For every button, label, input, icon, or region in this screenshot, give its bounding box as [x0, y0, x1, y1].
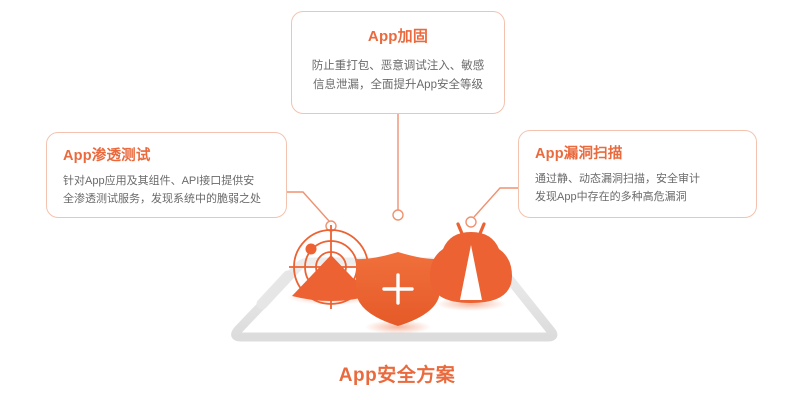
card-title-scan: App漏洞扫描 — [535, 146, 623, 162]
card-title-hardening: App加固 — [367, 28, 429, 45]
connector-pentest — [287, 191, 330, 222]
card-body-scan-line2: 发现App中存在的多种高危漏洞 — [535, 190, 687, 203]
connector-node-hardening — [392, 209, 404, 221]
card-app-pentest[interactable]: App渗透测试 针对App应用及其组件、API接口提供安 全渗透测试服务，发现系… — [46, 132, 287, 218]
card-app-hardening[interactable]: App加固 防止重打包、恶意调试注入、敏感 信息泄漏，全面提升App安全等级 — [291, 11, 505, 114]
page-title: App安全方案 — [338, 365, 456, 386]
shield-icon-shadow — [365, 320, 431, 334]
bug-icon[interactable] — [430, 222, 512, 311]
radar-blip-a — [305, 243, 317, 255]
card-body-pentest-line2: 全渗透测试服务，发现系统中的脆弱之处 — [63, 192, 261, 205]
plus-glyph — [382, 273, 414, 305]
radar-sweep — [292, 255, 370, 301]
bug-center-stripe — [460, 245, 482, 300]
shield-plus-icon[interactable] — [356, 252, 440, 334]
connector-scan — [473, 187, 518, 218]
card-body-hardening-line2: 信息泄漏，全面提升App安全等级 — [313, 78, 483, 91]
card-body-scan-line1: 通过静、动态漏洞扫描，安全审计 — [535, 173, 700, 185]
card-app-vuln-scan[interactable]: App漏洞扫描 通过静、动态漏洞扫描，安全审计 发现App中存在的多种高危漏洞 — [518, 130, 757, 218]
card-body-pentest-line1: 针对App应用及其组件、API接口提供安 — [63, 175, 255, 187]
card-body-hardening-line1: 防止重打包、恶意调试注入、敏感 — [311, 60, 485, 72]
connector-node-scan — [465, 216, 477, 228]
card-title-pentest: App渗透测试 — [63, 148, 151, 164]
